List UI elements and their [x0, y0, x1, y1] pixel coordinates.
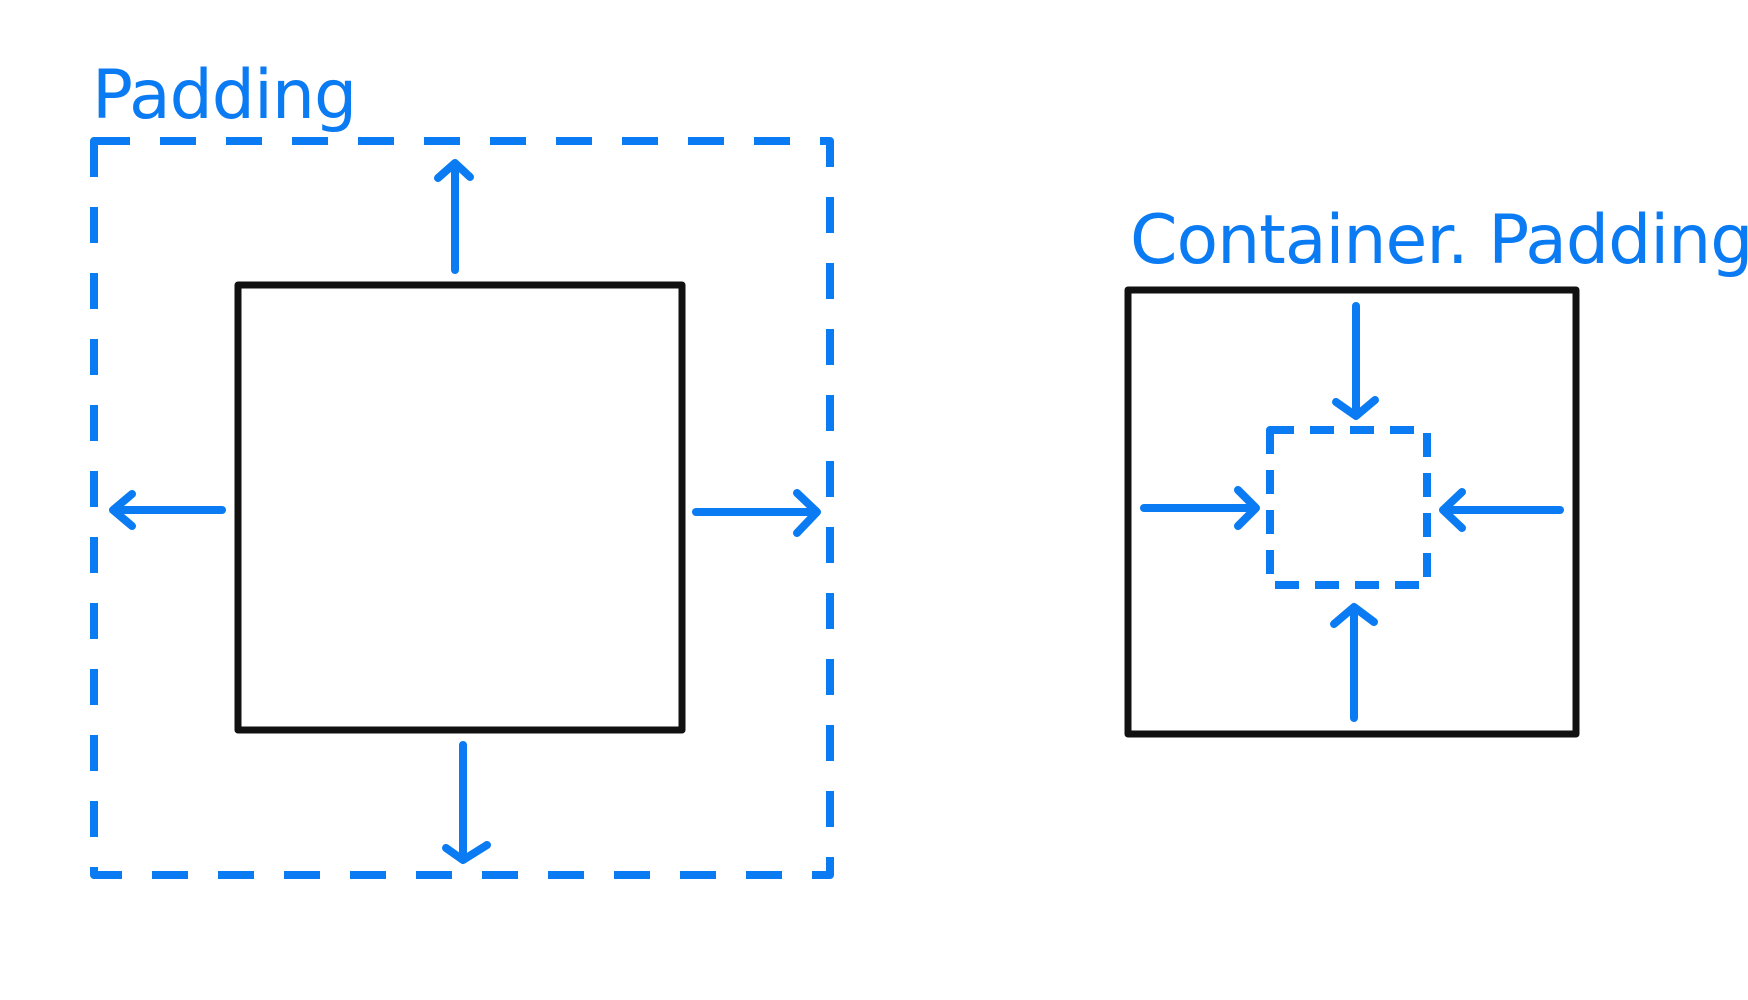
arrow-down-icon [1332, 302, 1379, 420]
container-padding-title: Container. Padding [1130, 201, 1748, 280]
arrow-right-icon [692, 489, 821, 537]
content-box [234, 281, 686, 734]
arrow-up-icon [1330, 603, 1378, 722]
arrow-left-icon [109, 490, 226, 530]
container-box [1124, 286, 1580, 738]
arrow-down-icon [442, 741, 491, 864]
padding-title: Padding [92, 56, 356, 135]
inner-dashed-content-box [1266, 426, 1431, 589]
arrow-left-icon [1439, 488, 1564, 532]
padding-panel: Padding [90, 56, 834, 879]
arrow-right-icon [1140, 486, 1260, 530]
arrow-up-icon [434, 159, 474, 274]
container-padding-panel: Container. Padding [1124, 201, 1748, 738]
